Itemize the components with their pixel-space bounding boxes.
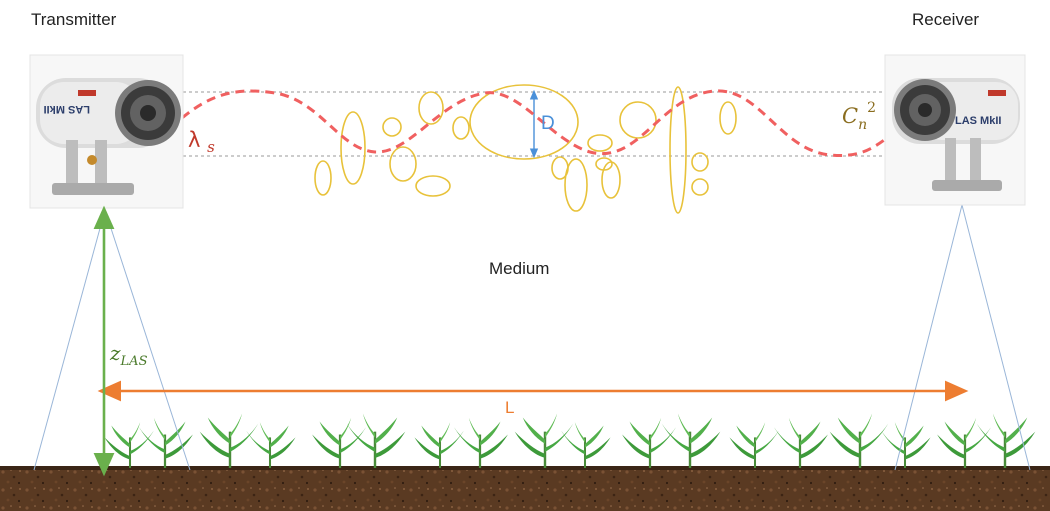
transmitter-device-icon: LAS MkII (29, 54, 184, 209)
svg-text:LAS MkII: LAS MkII (44, 103, 90, 115)
crop-plant-icon (452, 416, 510, 470)
crop-row (103, 412, 1037, 470)
transmitter-footprint (33, 209, 191, 471)
crop-plant-icon (245, 421, 297, 470)
structure-parameter-label: Cn2 (842, 100, 877, 133)
crop-plant-icon (620, 416, 678, 470)
turbulent-eddies (314, 84, 737, 214)
medium-label: Medium (489, 259, 550, 278)
wavelength-label: λ s (188, 128, 215, 156)
crop-plant-icon (828, 412, 890, 470)
crop-plant-icon (560, 421, 612, 470)
crop-plant-icon (310, 416, 368, 470)
soil (0, 468, 1050, 511)
crop-plant-icon (935, 416, 993, 470)
crop-plant-icon (975, 412, 1037, 470)
diameter-label: D (541, 113, 555, 134)
crop-plant-icon (413, 421, 465, 470)
crop-plant-icon (772, 416, 830, 470)
crop-plant-icon (728, 421, 780, 470)
crop-plant-icon (137, 416, 195, 470)
crop-plant-icon (513, 412, 575, 470)
transmitter-label: Transmitter (31, 10, 117, 29)
svg-text:LAS MkII: LAS MkII (955, 115, 1001, 127)
height-label: zLAS (110, 341, 148, 369)
receiver-label: Receiver (912, 10, 980, 29)
beam-wave (169, 89, 916, 158)
path-length-label: L (505, 398, 515, 417)
crop-plant-icon (198, 412, 260, 470)
receiver-footprint (894, 204, 1031, 471)
crop-plant-icon (103, 421, 155, 470)
receiver-device-icon: LAS MkII (884, 54, 1026, 206)
crop-plant-icon (660, 412, 722, 470)
